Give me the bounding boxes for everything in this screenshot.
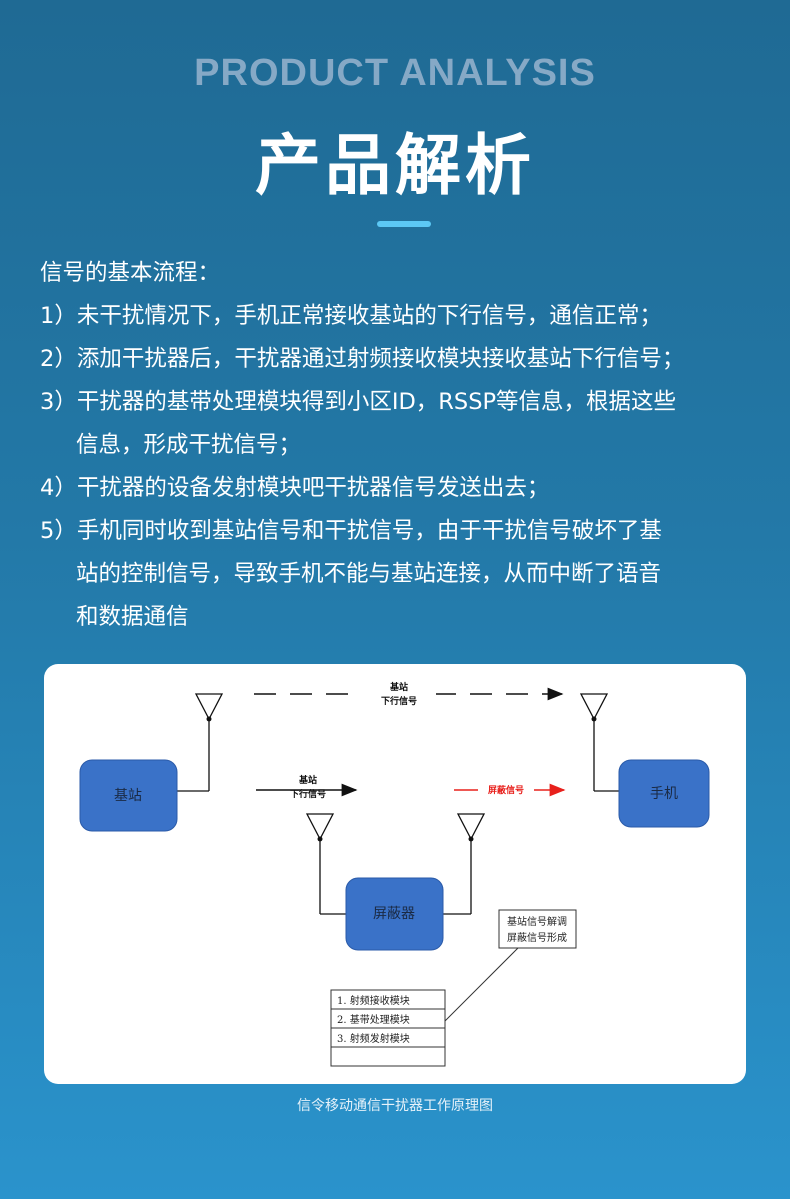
- text-line-5c: 和数据通信: [76, 604, 189, 630]
- phone-antenna-icon: [579, 693, 619, 792]
- jammer-node: 屏蔽器: [345, 877, 444, 951]
- english-title: PRODUCT ANALYSIS: [194, 52, 596, 94]
- jammer-transmit-antenna-icon: [443, 813, 486, 915]
- mid-signal-label-1: 基站: [298, 774, 317, 786]
- description-text: 信号的基本流程： 1）未干扰情况下，手机正常接收基站的下行信号，通信正常； 2）…: [40, 252, 760, 639]
- modules-table: 1. 射频接收模块 2. 基带处理模块 3. 射频发射模块: [330, 989, 446, 1067]
- base-station-node: 基站: [79, 759, 178, 832]
- text-line-5a: 5）手机同时收到基站信号和干扰信号，由于干扰信号破坏了基: [40, 518, 662, 544]
- text-line-2: 2）添加干扰器后，干扰器通过射频接收模块接收基站下行信号；: [40, 346, 685, 372]
- module-item-3: 3. 射频发射模块: [337, 1032, 410, 1045]
- text-line-1: 1）未干扰情况下，手机正常接收基站的下行信号，通信正常；: [40, 303, 662, 329]
- module-item-2: 2. 基带处理模块: [337, 1013, 410, 1026]
- diagram-caption: 信令移动通信干扰器工作原理图: [297, 1098, 493, 1114]
- note-connector-line: [443, 947, 519, 1023]
- text-line-5b: 站的控制信号，导致手机不能与基站连接，从而中断了语音: [76, 561, 662, 587]
- text-line-3a: 3）干扰器的基带处理模块得到小区ID，RSSP等信息，根据这些: [40, 389, 677, 415]
- module-item-1: 1. 射频接收模块: [337, 994, 410, 1007]
- title-underline: [377, 221, 431, 227]
- chinese-title: 产品解析: [255, 127, 535, 204]
- note-line-1: 基站信号解调: [507, 915, 567, 928]
- processing-note-box: 基站信号解调 屏蔽信号形成: [498, 909, 577, 949]
- note-line-2: 屏蔽信号形成: [507, 932, 567, 944]
- top-signal-label-1: 基站: [389, 681, 408, 693]
- base-station-antenna-icon: [177, 693, 224, 792]
- top-signal-label-2: 下行信号: [381, 695, 417, 707]
- jammer-label: 屏蔽器: [373, 906, 415, 922]
- diagram-panel: 基站 下行信号 基站 下行信号 屏蔽信号 基站 手机 屏蔽器 基站信号解调 屏蔽…: [44, 664, 746, 1084]
- text-line-intro: 信号的基本流程：: [40, 260, 221, 286]
- jammer-diagram: 基站 下行信号 基站 下行信号 屏蔽信号 基站 手机 屏蔽器 基站信号解调 屏蔽…: [79, 680, 710, 1067]
- phone-label: 手机: [650, 786, 678, 802]
- text-line-4: 4）干扰器的设备发射模块吧干扰器信号发送出去；: [40, 475, 550, 501]
- base-station-label: 基站: [114, 787, 142, 804]
- phone-node: 手机: [618, 759, 710, 828]
- jammer-receive-antenna-icon: [305, 813, 346, 915]
- jam-signal-label: 屏蔽信号: [488, 784, 524, 796]
- mid-signal-label-2: 下行信号: [290, 788, 326, 800]
- text-line-3b: 信息，形成干扰信号；: [76, 432, 302, 458]
